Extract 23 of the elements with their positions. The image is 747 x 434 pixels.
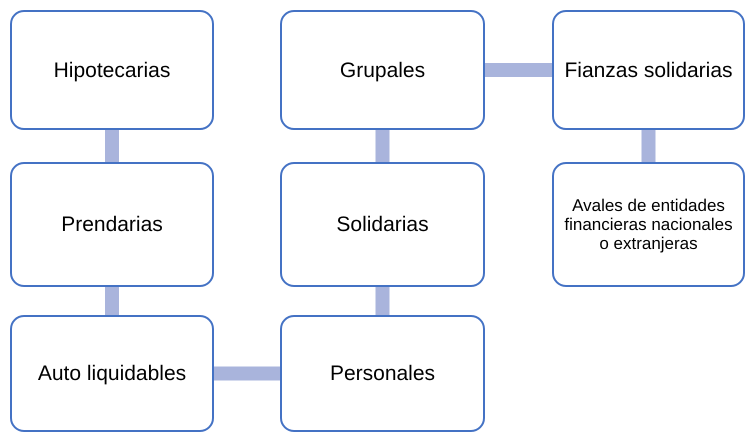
rounded-box [280,315,485,432]
rounded-box [280,162,485,287]
rounded-box [10,162,214,287]
connector-line [376,130,390,162]
rounded-box [10,10,214,130]
box-label: Personales [330,361,436,386]
rounded-box [280,10,485,130]
box-label: Avales de entidades financieras nacionales o extranjeras [563,196,734,253]
connector-line [376,287,390,315]
box-label: Grupales [340,58,426,82]
connector-line [642,130,656,162]
box-label: Prendarias [61,212,163,237]
rounded-box [552,162,745,287]
connector-line [105,130,119,162]
connector-line [105,287,119,315]
box-label: Hipotecarias [54,58,170,82]
box-label: Solidarias [336,212,429,237]
box-label: Auto liquidables [38,361,186,386]
connector-line [485,63,552,77]
connector-line [214,366,280,380]
rounded-box [10,315,214,432]
rounded-box [552,10,745,130]
box-label: Fianzas solidarias [564,58,733,82]
